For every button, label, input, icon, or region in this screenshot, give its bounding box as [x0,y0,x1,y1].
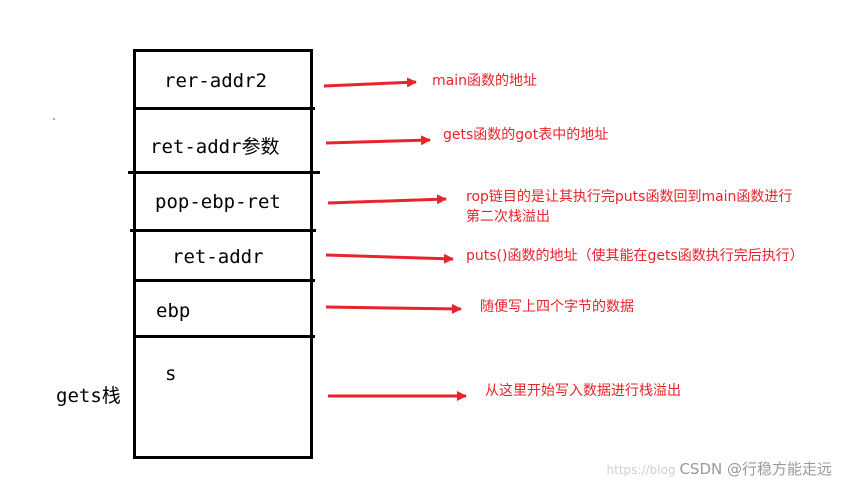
note-rop-chain: rop链目的是让其执行完puts函数回到main函数进行 第二次栈溢出 [466,189,793,225]
note-overflow-start: 从这里开始写入数据进行栈溢出 [485,383,681,399]
note-puts-addr: puts()函数的地址（使其能在gets函数执行完后执行） [466,248,804,264]
note-main-addr: main函数的地址 [432,73,537,89]
cell-rer-addr2: rer-addr2 [164,70,267,92]
divider-3 [130,229,316,232]
stray-dot [53,118,55,120]
arrow-main-addr [323,77,417,88]
arrow-puts-addr [325,253,454,264]
cell-ebp: ebp [156,300,191,322]
divider-2 [128,171,320,174]
divider-4 [133,279,315,282]
cell-ret-addr-param: ret-addr参数 [150,136,280,158]
cell-ret-addr: ret-addr [172,246,264,268]
watermark-url: https://blog [606,463,676,477]
divider-5 [133,335,315,338]
gets-stack-label: gets栈 [56,385,121,407]
note-ebp-junk: 随便写上四个字节的数据 [480,299,634,315]
note-gets-got: gets函数的got表中的地址 [443,127,609,143]
divider-1 [133,107,315,110]
arrow-ebp [325,303,462,314]
watermark-text: CSDN @行稳方能走远 [679,460,832,478]
arrow-rop-chain [327,194,447,205]
arrow-gets-got [325,135,431,146]
stack-frame [133,49,313,459]
cell-pop-ebp-ret: pop-ebp-ret [155,191,281,213]
cell-s: s [165,363,177,385]
